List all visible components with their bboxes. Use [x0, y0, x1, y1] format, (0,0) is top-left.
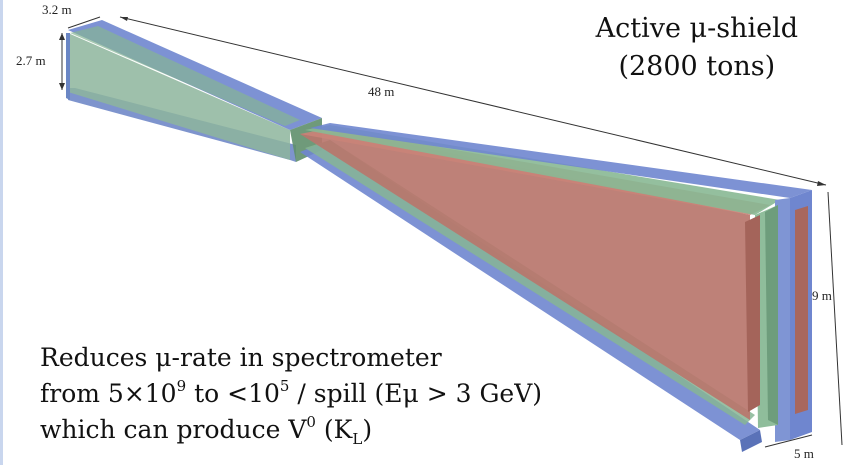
- arrowhead: [59, 83, 65, 90]
- dim-label-height-right: 9 m: [812, 288, 832, 303]
- shield-description: Reduces μ-rate in spectrometer from 5×10…: [40, 340, 542, 448]
- upstream-green-front: [68, 33, 290, 160]
- description-line3-part-a: which can produce V: [40, 415, 307, 444]
- upstream-green-top: [70, 26, 300, 126]
- page-edge-strip: [0, 0, 3, 465]
- description-line2-part-c: / spill (Eμ > 3 GeV): [289, 379, 543, 408]
- dim-line-width-bottom: [764, 434, 813, 448]
- end-blue-front: [775, 198, 790, 442]
- dim-label-width-top: 3.2 m: [42, 2, 72, 17]
- end-red-inner: [745, 215, 760, 412]
- end-red-front: [795, 206, 808, 414]
- dim-label-height-left: 2.7 m: [16, 53, 46, 68]
- arrowhead: [120, 17, 128, 21]
- upstream-left-face: [66, 33, 70, 100]
- downstream-green-bottom: [305, 140, 755, 425]
- downstream-blue-top: [310, 123, 812, 198]
- description-line3-superscript: 0: [306, 413, 316, 431]
- arrowhead: [59, 33, 65, 40]
- description-line1: Reduces μ-rate in spectrometer: [40, 343, 442, 372]
- dim-label-length: 48 m: [368, 84, 394, 99]
- downstream-magnet-block: [300, 123, 812, 452]
- description-line2-part-b: to <10: [186, 379, 280, 408]
- arrowhead: [817, 181, 826, 186]
- downstream-green-top: [305, 125, 780, 215]
- downstream-red-body: [300, 132, 750, 420]
- dimension-annotations: [61, 16, 843, 448]
- downstream-blue-bottom-side: [740, 430, 762, 452]
- dim-line-height-right: [827, 191, 843, 446]
- description-line2-exponent-1: 9: [176, 377, 187, 395]
- description-line3-part-c: ): [362, 415, 373, 444]
- description-line3-part-b: (K: [315, 415, 353, 444]
- description-line2-exponent-2: 5: [279, 377, 290, 395]
- dim-line-length: [119, 16, 827, 186]
- shield-title-line2: (2800 tons): [618, 51, 776, 82]
- shield-title-line1: Active μ-shield: [595, 13, 798, 44]
- description-line3-subscript: L: [352, 430, 363, 448]
- shield-title: Active μ-shield (2800 tons): [596, 10, 798, 86]
- description-line2-part-a: from 5×10: [40, 379, 177, 408]
- dim-line-width-top: [67, 16, 101, 29]
- description-line3: which can produce V0 (KL): [40, 412, 542, 448]
- dimension-arrowheads: [59, 17, 826, 186]
- end-green-inner: [765, 205, 778, 425]
- description-line2: from 5×109 to <105 / spill (Eμ > 3 GeV): [40, 376, 542, 412]
- dim-label-width-bottom: 5 m: [794, 446, 814, 461]
- upstream-magnet-block: [66, 20, 322, 162]
